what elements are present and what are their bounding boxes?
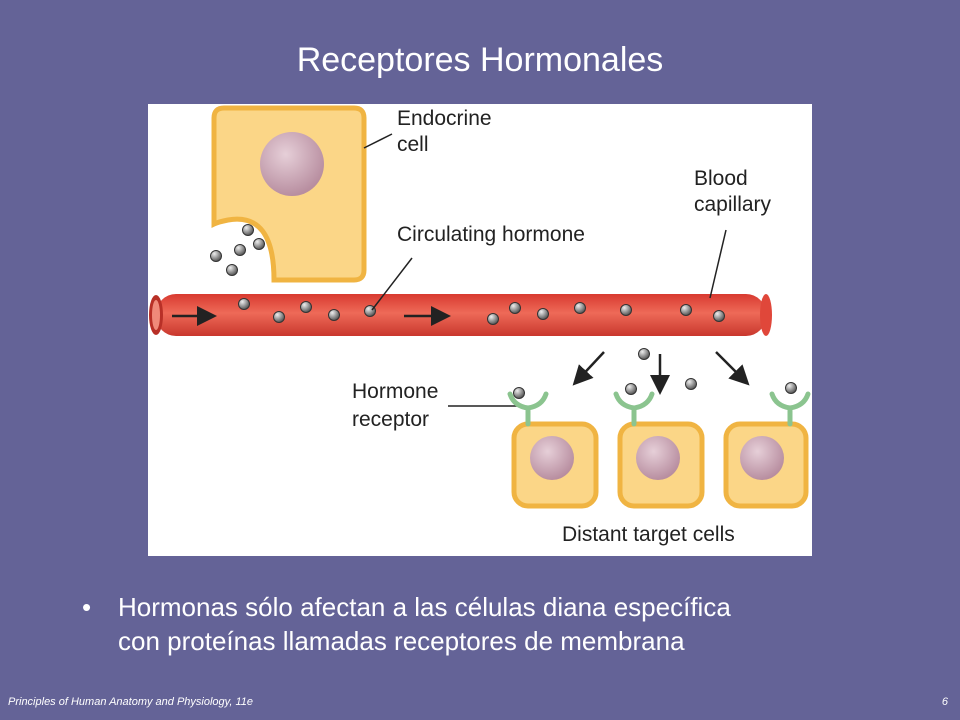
secreted-hormones bbox=[210, 224, 265, 276]
bullet-line-2: con proteínas llamadas receptores de mem… bbox=[118, 626, 685, 656]
target-cell bbox=[723, 382, 811, 509]
bullet-symbol: • bbox=[82, 592, 92, 622]
receptor-icon bbox=[507, 391, 549, 427]
slide-title: Receptores Hormonales bbox=[296, 41, 664, 79]
label-circulating-hormone: Circulating hormone bbox=[397, 223, 585, 246]
diffusion-arrow bbox=[572, 351, 605, 386]
circulating-hormones bbox=[238, 298, 725, 325]
bullet-line-1: Hormonas sólo afectan a las células dian… bbox=[118, 592, 731, 622]
leader-endocrine bbox=[363, 133, 393, 149]
endocrine-cell bbox=[211, 105, 367, 283]
bullet-item: • Hormonas sólo afectan a las células di… bbox=[82, 590, 902, 658]
label-endocrine-line1: Endocrine bbox=[397, 107, 492, 130]
page-number: 6 bbox=[941, 696, 948, 708]
label-capillary-line1: Blood bbox=[694, 167, 748, 190]
endocrine-nucleus bbox=[260, 132, 324, 196]
bullet-list: • Hormonas sólo afectan a las células di… bbox=[82, 590, 902, 658]
label-target-cells: Distant target cells bbox=[562, 523, 735, 546]
label-capillary-line2: capillary bbox=[694, 193, 772, 216]
footer-source: Principles of Human Anatomy and Physiolo… bbox=[8, 696, 253, 708]
label-receptor-line1: Hormone bbox=[352, 380, 438, 403]
hormone-receptor-diagram: Endocrine cell Blood capillary Circulati… bbox=[148, 104, 812, 556]
target-cell bbox=[613, 383, 705, 509]
diffusing-hormones bbox=[638, 348, 697, 390]
label-receptor-line2: receptor bbox=[352, 408, 429, 431]
receptor-icon bbox=[769, 391, 811, 427]
leader-circulating bbox=[371, 257, 413, 311]
target-cell bbox=[507, 387, 599, 509]
label-endocrine-line2: cell bbox=[397, 133, 429, 156]
diffusion-arrow bbox=[715, 351, 750, 386]
leader-capillary bbox=[709, 229, 727, 299]
receptor-icon bbox=[613, 391, 655, 427]
